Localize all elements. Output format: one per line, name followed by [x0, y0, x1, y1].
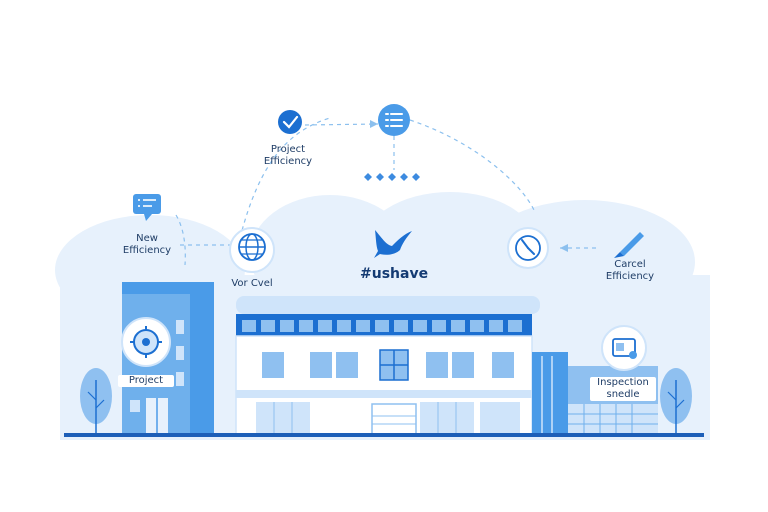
connector-right-arc [409, 119, 536, 213]
pencil-icon [614, 232, 644, 258]
left-line2: Efficiency [122, 245, 172, 256]
ground-line [64, 433, 704, 437]
left-node-label: New Efficiency [116, 233, 178, 257]
connector-chat-down [175, 214, 186, 266]
connector-top [304, 123, 379, 126]
verified-badge-icon [278, 110, 302, 134]
clock-icon [507, 227, 549, 269]
right-line1: Carcel [614, 259, 646, 270]
list-icon [378, 104, 410, 136]
main-building [235, 296, 540, 435]
inspection-card-icon [601, 325, 647, 371]
arrow-cancel [560, 244, 568, 252]
arrow-top [370, 120, 378, 128]
right-node-label: Carcel Efficiency [598, 259, 662, 283]
top-left-node-label: Project Efficiency [258, 144, 318, 168]
project-node-label: Project [118, 375, 174, 387]
diamond-dots [364, 173, 420, 181]
globe-icon [229, 227, 275, 273]
right-line2: Efficiency [605, 271, 655, 282]
dove-logo-icon [374, 230, 412, 258]
top-left-line2: Efficiency [263, 156, 313, 167]
inspection-node-label: Inspection snedle [590, 377, 656, 401]
inspection-line1: Inspection [597, 377, 649, 388]
project-gear-icon [121, 317, 171, 367]
chat-icon [133, 194, 161, 221]
top-left-line1: Project [270, 144, 306, 155]
tree-right [660, 368, 692, 434]
inspection-line2: snedle [606, 389, 640, 400]
brand-name: #ushave [360, 266, 429, 282]
tree-left [80, 368, 112, 434]
left-line1: New [136, 233, 158, 244]
connector-left-arc [239, 117, 331, 239]
globe-node-label: Vor Cvel [231, 278, 273, 289]
connector-arrows [370, 120, 568, 252]
